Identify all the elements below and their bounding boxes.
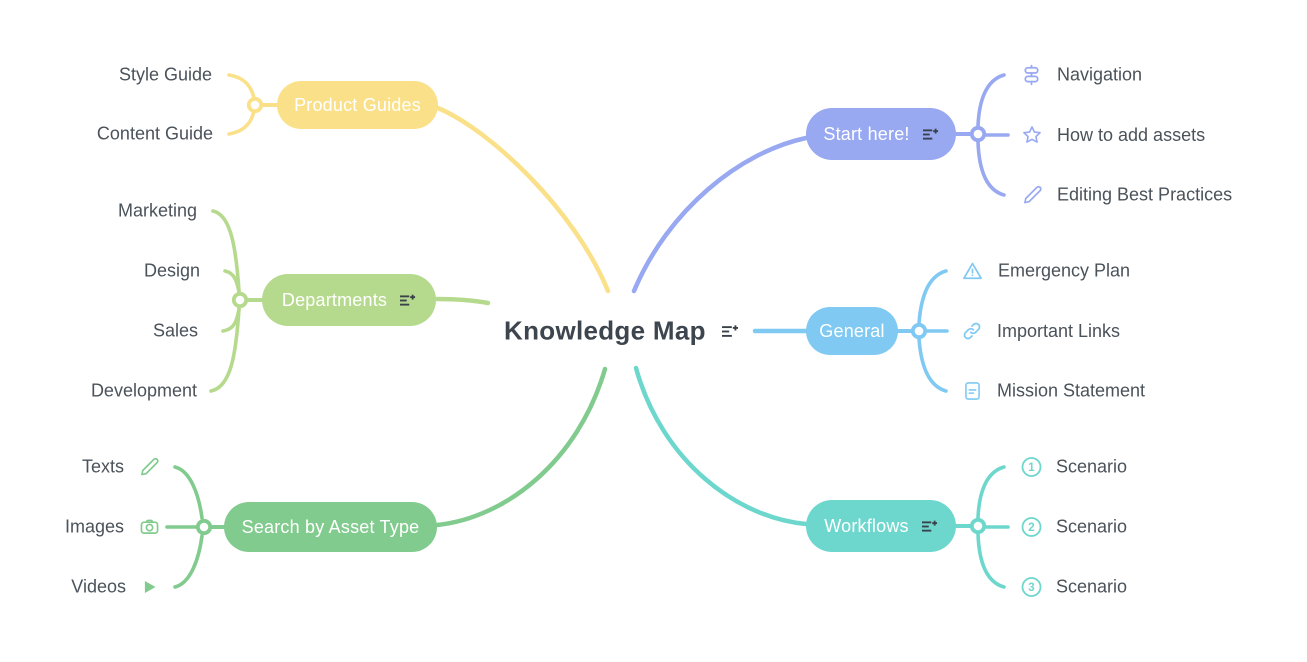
child-node-images[interactable]: Images [65,517,160,538]
child-label: Important Links [997,320,1121,341]
note-add-icon[interactable] [922,128,939,141]
child-connector-marketing [211,209,241,293]
child-label: Content Guide [96,123,213,144]
child-label: Design [143,260,200,281]
junction-search-by-asset-type[interactable] [195,518,213,536]
child-connector-scenario-1 [976,465,1006,520]
branch-label: Search by Asset Type [241,516,420,537]
child-label: Sales [152,320,198,341]
junction-product-guides[interactable] [246,96,264,114]
child-node-editing-best-practices[interactable]: Editing Best Practices [1022,185,1232,206]
child-connector-texts [173,465,204,520]
branch-label: General [819,320,885,341]
child-node-how-to-add-assets[interactable]: How to add assets [1021,124,1205,146]
child-node-mission-statement[interactable]: Mission Statement [962,381,1145,402]
child-node-style-guide[interactable]: Style Guide [119,65,212,86]
child-connector-design [223,269,241,294]
note-add-icon[interactable] [400,294,416,307]
star-icon [1021,124,1043,146]
svg-text:3: 3 [1028,582,1034,594]
root-node[interactable]: Knowledge Map [504,316,739,347]
junction-general[interactable] [910,322,928,340]
svg-text:2: 2 [1028,522,1034,534]
document-icon [962,381,983,402]
child-label: Texts [81,456,124,477]
branch-node-product-guides[interactable]: Product Guides [277,81,438,129]
branch-node-general[interactable]: General [806,307,898,355]
branch-line-product-guides [435,105,611,294]
circle-number-icon: 3 [1021,577,1042,598]
branch-label: Product Guides [294,94,421,115]
svg-text:1: 1 [1028,462,1035,474]
signpost-icon [1020,64,1043,87]
child-label: Development [90,380,197,401]
child-node-emergency-plan[interactable]: Emergency Plan [961,260,1130,283]
circle-number-icon: 2 [1021,517,1042,538]
note-add-icon[interactable] [921,520,938,533]
child-connector-content-guide [227,109,256,136]
child-label: Emergency Plan [998,260,1131,281]
child-node-scenario-2[interactable]: 2 Scenario [1021,517,1127,538]
child-connector-emergency-plan [917,269,948,325]
root-title: Knowledge Map [504,315,706,346]
branch-node-workflows[interactable]: Workflows [806,500,956,552]
branch-node-search-by-asset-type[interactable]: Search by Asset Type [224,502,437,552]
note-add-icon[interactable] [721,324,739,338]
branch-line-departments [434,296,491,306]
child-node-content-guide[interactable]: Content Guide [97,124,213,145]
child-label: Navigation [1057,64,1143,85]
child-label: Scenario [1056,456,1128,477]
child-node-important-links[interactable]: Important Links [961,320,1120,342]
child-node-sales[interactable]: Sales [153,321,198,342]
branch-line-start-here [631,135,809,294]
child-label: Editing Best Practices [1057,184,1233,205]
branch-line-workflows [633,365,809,527]
child-connector-editing-best-practices [976,140,1006,197]
child-label: Scenario [1056,516,1128,537]
child-label: Marketing [117,200,197,221]
child-connector-videos [173,534,204,589]
junction-start-here[interactable] [969,125,987,143]
child-label: Videos [71,576,126,597]
child-label: Images [64,516,124,537]
branch-label: Workflows [824,515,909,536]
branch-line-search-by-asset-type [434,366,608,528]
child-label: Style Guide [118,64,212,85]
warning-icon [961,260,984,283]
child-node-development[interactable]: Development [91,381,197,402]
branch-node-departments[interactable]: Departments [262,274,436,326]
child-label: How to add assets [1057,124,1206,145]
camera-icon [139,517,160,538]
child-node-navigation[interactable]: Navigation [1020,64,1142,87]
child-node-texts[interactable]: Texts [82,457,160,478]
child-node-videos[interactable]: Videos [71,577,158,598]
child-label: Scenario [1056,576,1128,597]
branch-node-start-here[interactable]: Start here! [806,108,956,160]
pencil-icon [139,457,160,478]
branch-label: Start here! [823,123,910,144]
junction-departments[interactable] [231,291,249,309]
child-connector-navigation [976,73,1006,128]
child-connector-development [209,307,241,393]
pencil-icon [1022,185,1043,206]
link-icon [961,320,983,342]
junction-workflows[interactable] [969,517,987,535]
child-node-design[interactable]: Design [144,261,200,282]
child-connector-mission-statement [917,337,948,393]
child-node-scenario-1[interactable]: 1 Scenario [1021,457,1127,478]
child-connector-style-guide [227,73,256,100]
child-connector-scenario-3 [976,532,1006,589]
child-node-scenario-3[interactable]: 3 Scenario [1021,577,1127,598]
branch-label: Departments [281,289,388,310]
circle-number-icon: 1 [1021,457,1042,478]
play-icon [141,579,158,596]
child-node-marketing[interactable]: Marketing [118,201,197,222]
child-label: Mission Statement [997,380,1146,401]
